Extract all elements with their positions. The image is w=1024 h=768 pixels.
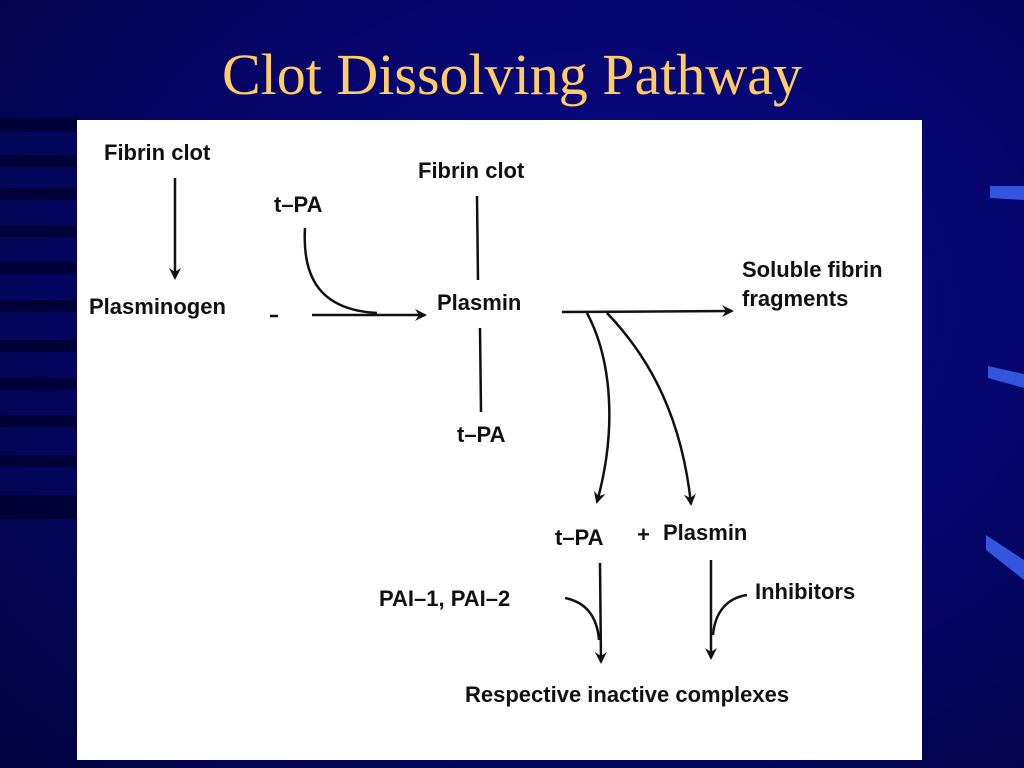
label-plasmin-bottom: Plasmin	[663, 520, 748, 545]
slide-title: Clot Dissolving Pathway	[221, 42, 803, 107]
label-fibrin-clot-center: Fibrin clot	[418, 158, 525, 183]
pathway-arrows	[169, 178, 748, 664]
arrow-plasmin-to-soluble	[561, 305, 734, 318]
arrow-pai-curve	[564, 596, 601, 641]
label-tpa-top: t–PA	[274, 192, 323, 217]
label-inactive-complexes: Respective inactive complexes	[465, 682, 790, 707]
label-plus: +	[637, 522, 650, 547]
arrow-plasmin-to-tpa-bottom	[585, 312, 611, 504]
label-tpa-bottom: t–PA	[555, 525, 604, 550]
label-soluble-fibrin-fragments: Soluble fibrin fragments	[742, 257, 883, 311]
arrow-plasmin-to-plasmin-bottom	[606, 312, 696, 506]
arrow-inhibitors-curve	[711, 593, 748, 636]
label-inhibitors: Inhibitors	[755, 579, 856, 604]
label-fibrin-clot-left: Fibrin clot	[104, 140, 211, 165]
label-pai: PAI–1, PAI–2	[379, 586, 511, 611]
arrow-tpa-curve	[303, 227, 378, 315]
label-plasminogen: Plasminogen	[89, 294, 226, 319]
label-plasmin: Plasmin	[437, 290, 522, 315]
label-tpa-mid: t–PA	[457, 422, 506, 447]
line-fibrin-clot-center	[475, 195, 480, 281]
line-tpa-mid	[478, 327, 483, 413]
arrow-tpa-to-complexes	[594, 562, 607, 664]
pathway-figure: Fibrin clot t–PA Fibrin clot Plasminogen…	[77, 120, 922, 760]
